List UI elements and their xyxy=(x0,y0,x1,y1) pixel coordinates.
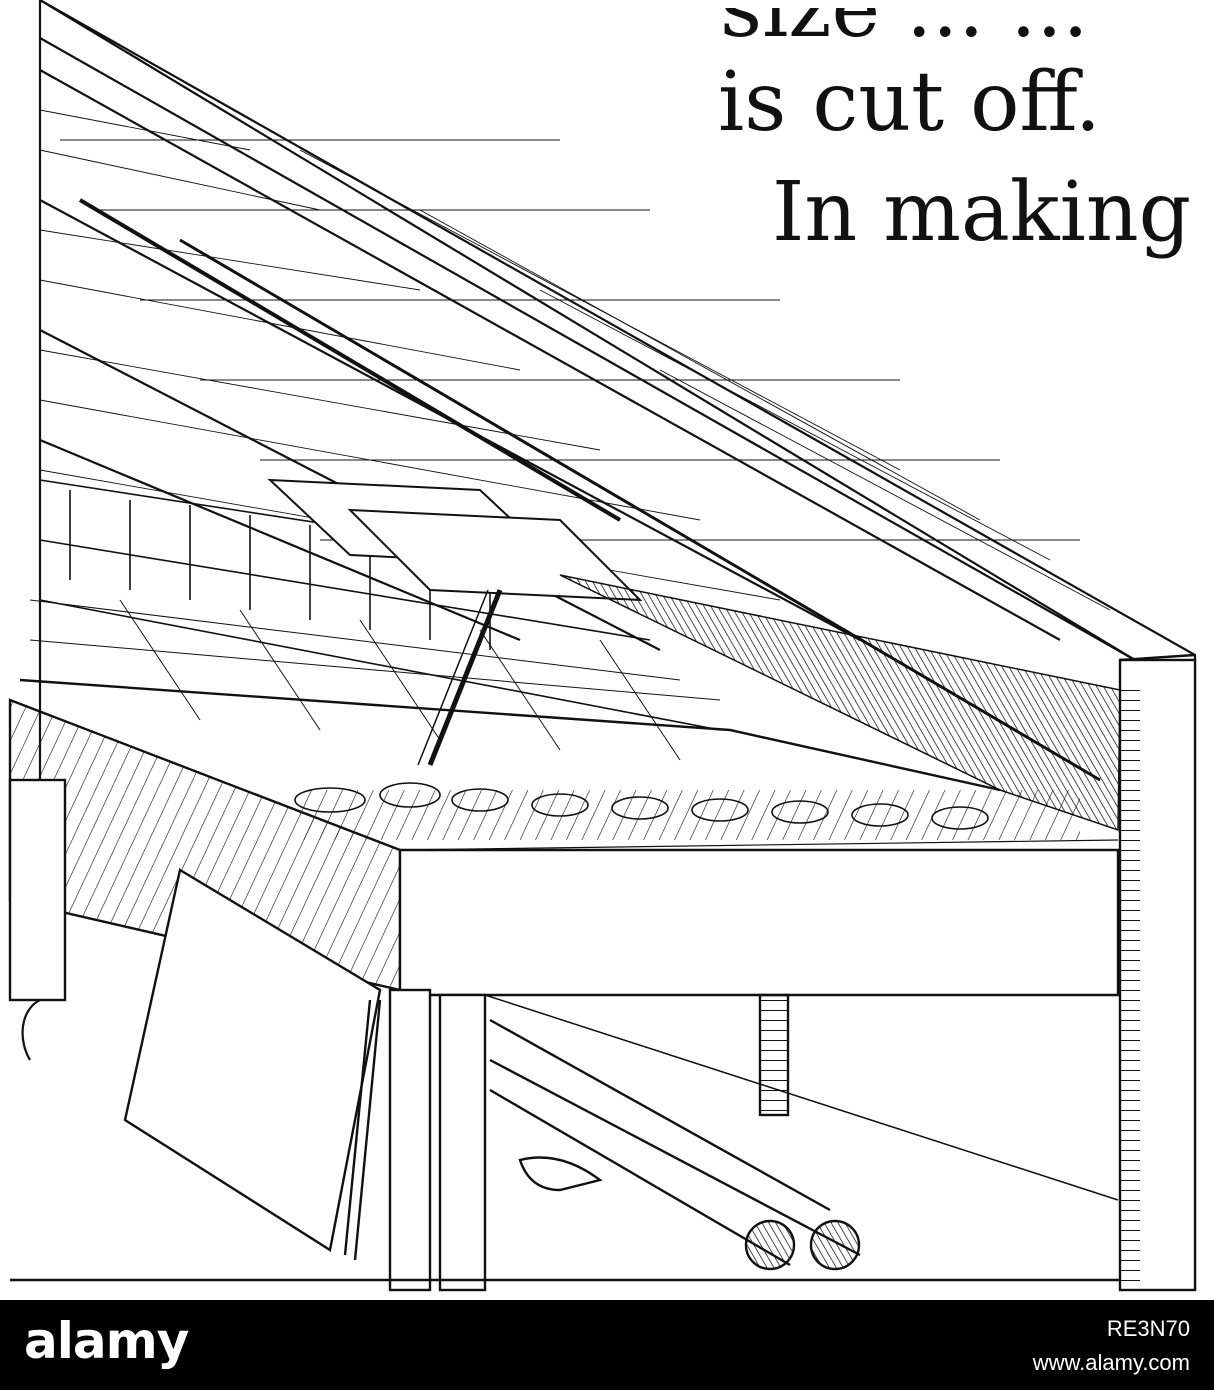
hanging-board xyxy=(123,868,382,1261)
image-id-label: RE3N70 xyxy=(1106,1316,1190,1341)
site-url-label[interactable]: www.alamy.com xyxy=(1032,1350,1190,1375)
book-text-line-partial: size ... ... xyxy=(720,0,1089,56)
ventilator-sashes xyxy=(267,478,643,766)
alamy-logo: alamy xyxy=(24,1312,189,1370)
end-post xyxy=(1118,653,1197,1292)
book-text-line: In making xyxy=(772,165,1192,260)
book-text-line: is cut off. xyxy=(718,55,1101,150)
watermark-bar: alamy RE3N70 www.alamy.com xyxy=(0,1300,1214,1390)
scanned-page: size ... ... is cut off. In making xyxy=(8,0,1197,1292)
shading-strip xyxy=(78,198,1121,832)
greenhouse-bench-illustration xyxy=(8,0,1197,1292)
heating-pipes xyxy=(489,1018,861,1271)
seedling-plants xyxy=(294,782,1080,840)
bench xyxy=(8,599,1130,1292)
